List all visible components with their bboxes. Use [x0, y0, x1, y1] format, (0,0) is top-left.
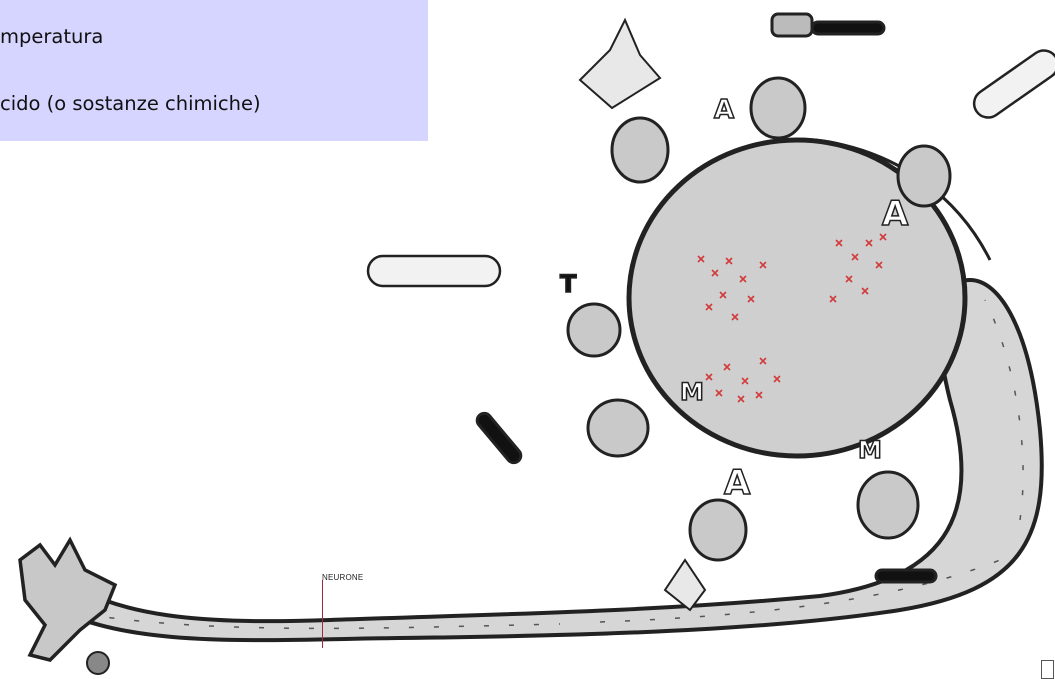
neurone-label: NEURONE: [322, 573, 363, 582]
soma-left: [20, 540, 115, 674]
character-bottom: [690, 500, 746, 560]
nucleus: [87, 652, 109, 674]
neurone-pointer-line: [322, 580, 323, 648]
letter-a-right: A: [882, 194, 909, 234]
page-corner-mark: [1041, 660, 1054, 679]
letter-t: T: [560, 270, 577, 298]
character-bottom-left: [588, 400, 648, 456]
letter-m-left: M: [680, 378, 704, 406]
character-left: [568, 304, 620, 356]
character-bottom-right: [858, 472, 918, 538]
letter-m-right: M: [858, 436, 882, 464]
character-top: [751, 78, 805, 138]
character-top-left: [612, 118, 668, 182]
letter-a-bottom: A: [724, 463, 751, 503]
letter-a-top: A: [714, 95, 734, 125]
